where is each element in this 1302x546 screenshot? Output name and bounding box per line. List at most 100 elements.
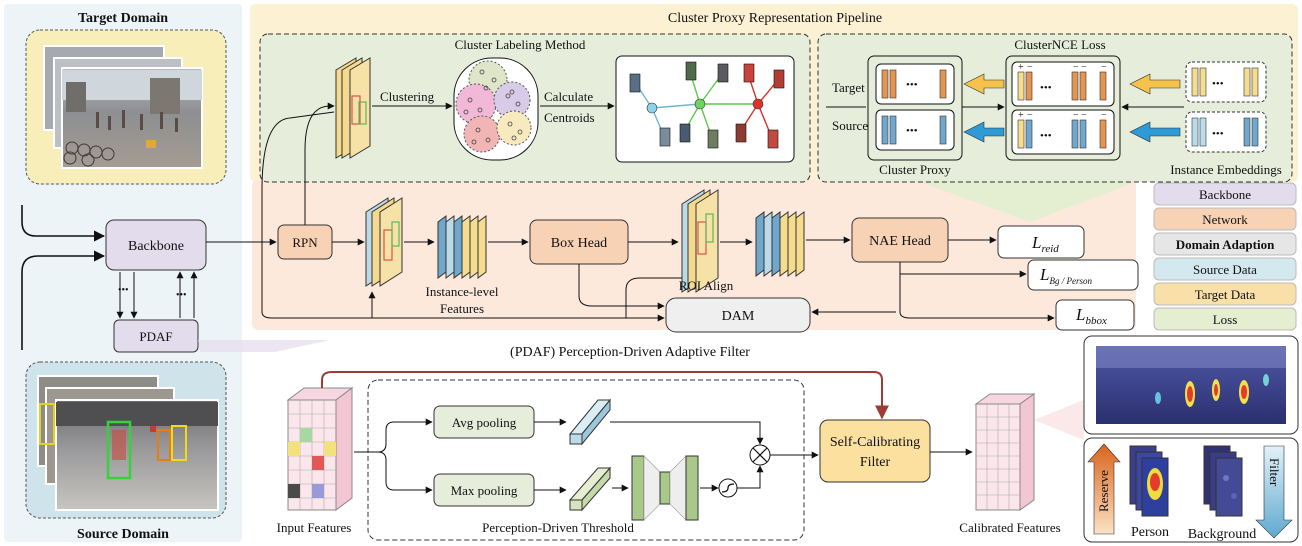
instance-features-label-2: Features <box>440 301 484 316</box>
box-head-label: Box Head <box>551 236 607 251</box>
filter-arrow-icon <box>1255 445 1293 539</box>
loss-bbox: Lbbox <box>1075 305 1107 327</box>
legend-target-data: Target Data <box>1195 287 1256 302</box>
source-label: Source <box>832 118 868 133</box>
source-domain-panel <box>25 361 227 519</box>
heatmap-image <box>1083 335 1299 435</box>
pipeline-title: Cluster Proxy Representation Pipeline <box>668 11 882 26</box>
legend-loss: Loss <box>1213 312 1238 327</box>
instance-features-label-1: Instance-level <box>426 284 499 299</box>
legend-swatch-network <box>1153 207 1297 231</box>
legend-backbone: Backbone <box>1199 187 1251 202</box>
loss-bg-person: LBg / Person <box>1039 265 1092 286</box>
background-label: Background <box>1188 527 1256 542</box>
rpn-to-labeling-arrow <box>304 102 335 225</box>
dam-link-line <box>625 277 682 318</box>
backbone-to-dam-arrow <box>261 242 665 322</box>
loss-funnel <box>920 182 1136 222</box>
roi-feature-stack <box>681 189 719 293</box>
rpn-feature-stack <box>365 197 403 287</box>
roi-align-label: ROI Align <box>679 278 734 293</box>
avg-to-multiply-arrow <box>610 421 764 445</box>
backbone-box <box>105 219 207 271</box>
loss-reid: Lreid <box>1031 233 1059 255</box>
instance-embeddings-label: Instance Embeddings <box>1170 162 1282 177</box>
minus-sign-5: − <box>1027 110 1033 121</box>
minus-sign-8: − <box>1101 110 1107 121</box>
legend-swatch-backbone <box>1153 182 1297 206</box>
calibrated-features-label: Calibrated Features <box>959 520 1060 535</box>
calculate-label: Calculate <box>544 89 593 104</box>
multiply-icon <box>749 444 771 466</box>
mlp-bottleneck <box>631 455 699 521</box>
instance-features-stack <box>437 215 487 279</box>
nce-dots-1: ••• <box>1040 82 1052 94</box>
legend-swatch-domain <box>1153 232 1297 256</box>
plus-sign-2: + <box>1018 110 1024 121</box>
clustering-label: Clustering <box>380 89 435 104</box>
nae-to-bbox-arrow <box>899 262 1055 322</box>
filter-arrow-label: Filter <box>1267 458 1282 487</box>
legend-source-data: Source Data <box>1193 262 1257 277</box>
target-domain-title: Target Domain <box>78 11 168 26</box>
person-label: Person <box>1131 525 1169 540</box>
target-label: Target <box>832 80 865 95</box>
legend-swatch-target <box>1153 282 1297 306</box>
backbone-to-labeling-line <box>261 111 335 242</box>
minus-sign-6: − <box>1073 110 1079 121</box>
minus-sign-7: − <box>1081 110 1087 121</box>
minus-sign-4: − <box>1101 62 1107 73</box>
boxhead-to-dam-arrow <box>578 264 665 310</box>
nce-dots-2: ••• <box>1040 130 1052 142</box>
minus-sign-1: − <box>1027 62 1033 73</box>
threshold-frame <box>367 379 805 541</box>
target-input-arrow <box>21 205 106 242</box>
cluster-blob <box>453 57 539 161</box>
bypass-arrow <box>321 371 889 420</box>
pdaf-box <box>113 319 199 353</box>
calibrated-feature-cube <box>974 393 1036 511</box>
dam-label: DAM <box>722 309 755 324</box>
input-feature-cube <box>286 387 354 511</box>
instance-embeddings-box: ••• ••• <box>1185 61 1267 153</box>
heatmap-funnel <box>1034 400 1084 440</box>
filter-label-2: Filter <box>860 455 891 470</box>
plus-sign-1: + <box>1018 62 1024 73</box>
cluster-labeling-title: Cluster Labeling Method <box>455 37 586 52</box>
pdaf-label: PDAF <box>139 329 172 344</box>
embed-dots-1: ••• <box>1212 78 1224 90</box>
avg-vector <box>568 398 612 446</box>
clusternce-title: ClusterNCE Loss <box>1014 37 1105 52</box>
nce-arrows <box>962 73 1184 143</box>
pdaf-dots-left: ••• <box>118 285 129 296</box>
max-pooling-label: Max pooling <box>451 483 518 498</box>
rpn-label: RPN <box>292 235 318 250</box>
loss-bg-box <box>1027 259 1139 291</box>
threshold-label: Perception-Driven Threshold <box>482 520 634 535</box>
reserve-label: Reserve <box>1096 470 1111 512</box>
pdaf-title: (PDAF) Perception-Driven Adaptive Filter <box>510 345 750 360</box>
nce-comparison-box: + − − − − + − − − − ••• ••• <box>1005 55 1121 161</box>
cluster-proxy-box: ••• ••• <box>867 55 963 161</box>
nae-head-label: NAE Head <box>869 234 931 249</box>
input-features-label: Input Features <box>277 520 352 535</box>
legend-domain-adaption: Domain Adaption <box>1176 237 1275 252</box>
centroids-label: Centroids <box>544 110 595 125</box>
roi-output-stack <box>755 211 805 277</box>
source-input-arrow <box>21 250 106 350</box>
source-domain-title: Source Domain <box>77 527 169 542</box>
pdaf-dots-right: ••• <box>176 290 187 301</box>
dam-box <box>665 297 811 333</box>
backbone-pdaf-links: ••• ••• <box>116 271 198 319</box>
loss-bbox-box <box>1055 299 1135 331</box>
minus-sign-3: − <box>1081 62 1087 73</box>
max-vector <box>568 466 612 512</box>
avg-pooling-label: Avg pooling <box>452 415 517 430</box>
legend-swatch-source <box>1153 257 1297 281</box>
centroid-graph <box>615 55 795 163</box>
minus-sign-2: − <box>1073 62 1079 73</box>
filter-label-1: Self-Calibrating <box>830 435 920 450</box>
reserve-arrow-icon <box>1087 443 1121 535</box>
sigmoid-icon <box>718 478 738 498</box>
